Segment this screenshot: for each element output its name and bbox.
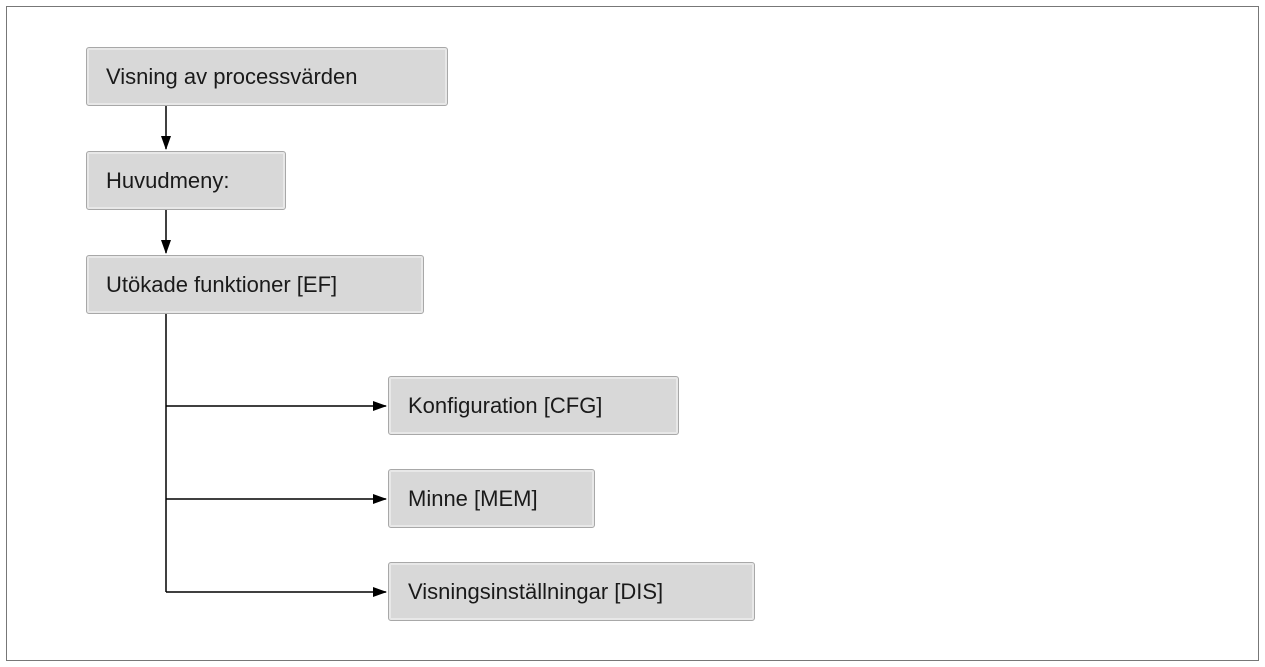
node-extended-functions: Utökade funktioner [EF] <box>86 255 424 314</box>
node-process-values: Visning av processvärden <box>86 47 448 106</box>
node-memory: Minne [MEM] <box>388 469 595 528</box>
node-main-menu: Huvudmeny: <box>86 151 286 210</box>
diagram-frame <box>6 6 1259 661</box>
node-configuration: Konfiguration [CFG] <box>388 376 679 435</box>
node-display-settings: Visningsinställningar [DIS] <box>388 562 755 621</box>
